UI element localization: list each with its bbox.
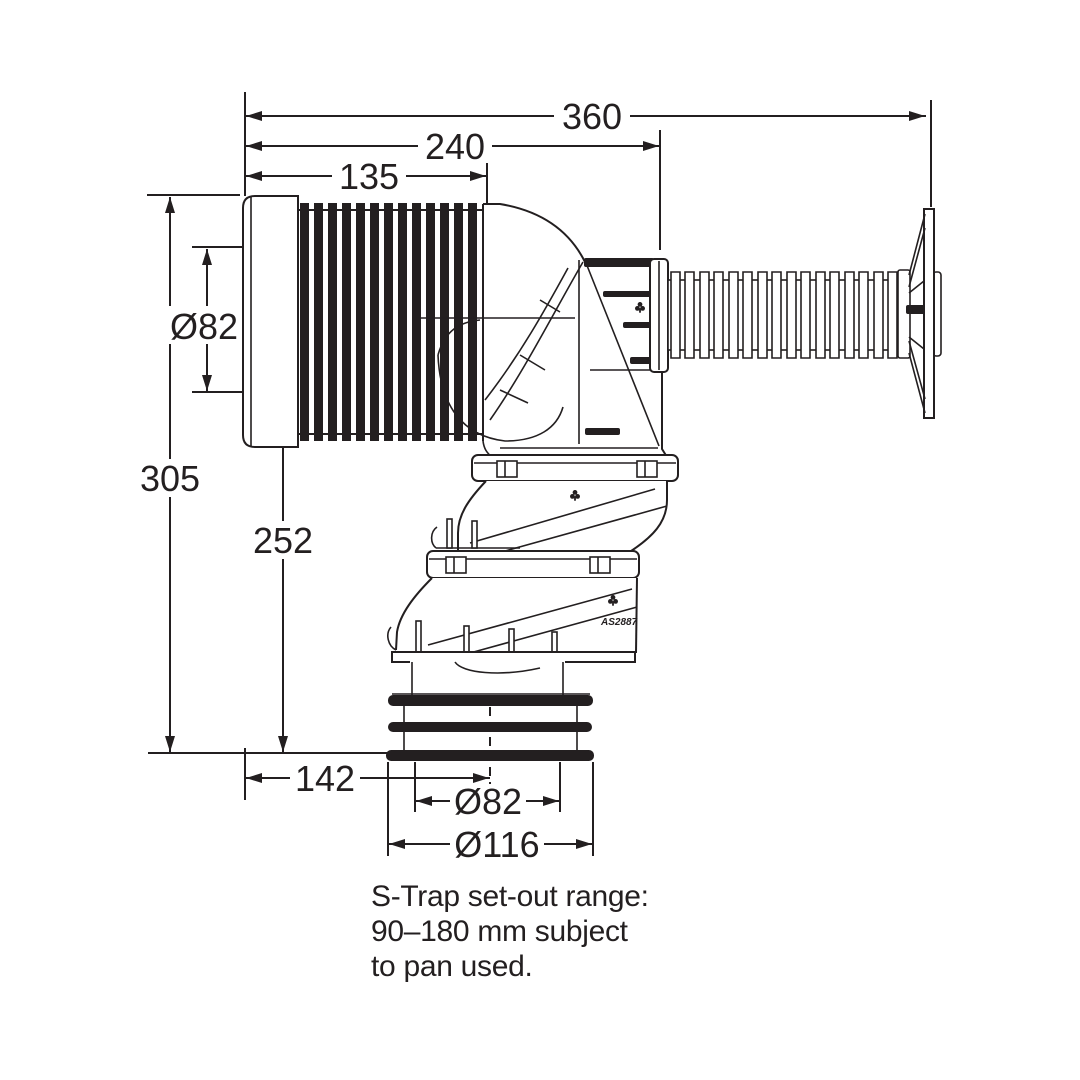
outlet-socket-clamp [649, 258, 669, 373]
note-text: S-Trap set-out range: 90–180 mm subject … [371, 880, 649, 983]
inlet-corrugated-pipe [297, 203, 484, 441]
pan-seal [386, 693, 594, 761]
dim-label-dia82-inlet: Ø82 [170, 306, 238, 347]
standard-marking: AS2887 [600, 617, 638, 628]
dim-setout-142: 142 [245, 758, 490, 799]
offset-adaptor-1 [430, 480, 668, 554]
dim-label-dia82-outlet: Ø82 [454, 781, 522, 822]
dim-length-240: 240 [245, 126, 660, 167]
dim-label-dia116: Ø116 [454, 824, 539, 865]
dim-label-142: 142 [295, 758, 355, 799]
outlet-corrugated-pipe [667, 271, 901, 359]
dim-overall-length-360: 360 [245, 96, 926, 137]
dim-label-240: 240 [425, 126, 485, 167]
certification-mark [570, 490, 580, 501]
dim-label-305: 305 [140, 458, 200, 499]
dim-label-135: 135 [339, 156, 399, 197]
elbow-body [420, 203, 668, 458]
inlet-collar [242, 195, 299, 448]
dim-label-360: 360 [562, 96, 622, 137]
dim-height-305: 305 [138, 197, 202, 752]
dim-inlet-diameter-82: Ø82 [168, 249, 242, 391]
note-line-1: S-Trap set-out range: [371, 880, 649, 913]
offset-adaptor-2: AS2887 [387, 577, 638, 663]
clamp-ring-2 [426, 550, 640, 579]
certification-mark [608, 595, 618, 606]
dim-label-252: 252 [253, 520, 313, 561]
dimension-lines: 360 240 135 305 Ø82 [138, 96, 926, 865]
outlet-neck [410, 661, 565, 696]
note-line-2: 90–180 mm subject [371, 915, 629, 948]
certification-mark [635, 302, 645, 313]
dim-seal-diameter-116: Ø116 [388, 824, 593, 865]
dim-length-135: 135 [245, 156, 487, 197]
wall-flange [897, 208, 942, 419]
note-line-3: to pan used. [371, 950, 533, 983]
clamp-ring-1 [471, 454, 679, 482]
dim-outlet-diameter-82: Ø82 [415, 781, 560, 822]
